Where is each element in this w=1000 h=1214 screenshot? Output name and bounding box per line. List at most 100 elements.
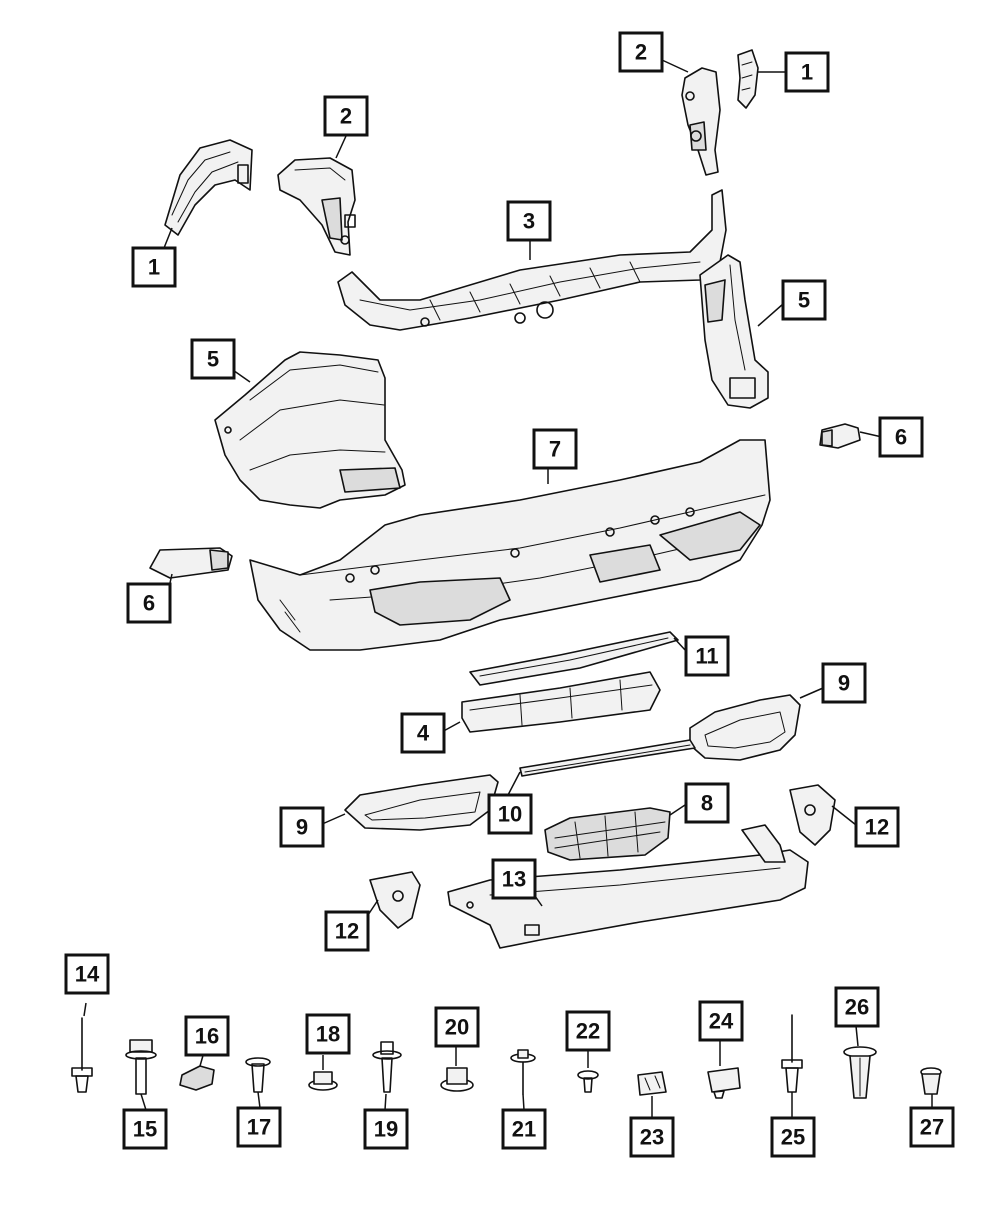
callout-9-right: 9: [821, 662, 867, 704]
callout-label: 13: [502, 867, 526, 892]
callout-label: 2: [340, 104, 352, 129]
callout-24: 24: [698, 1000, 744, 1042]
callout-6-left: 6: [126, 582, 172, 624]
part-10-lower-strip: [519, 739, 696, 777]
part-13-bumper-beam: [447, 824, 809, 949]
callout-15: 15: [122, 1108, 168, 1150]
part-7-bumper-fascia: [249, 439, 771, 651]
callout-label: 8: [701, 791, 713, 816]
part-5-left-fascia-corner: [214, 351, 406, 509]
part-1-left-bracket: [164, 139, 253, 236]
part-6-left-reflector: [149, 547, 233, 579]
part-11-trim-strip: [469, 631, 679, 686]
part-2-left-bracket: [277, 157, 356, 256]
callout-12-left: 12: [324, 910, 370, 952]
callout-label: 19: [374, 1117, 398, 1142]
part-9-left-bezel: [344, 774, 499, 831]
part-4-center-panel: [461, 671, 661, 733]
callout-1-right: 1: [784, 51, 830, 93]
callout-label: 1: [148, 255, 160, 280]
callout-7: 7: [532, 428, 578, 470]
part-3-reinforcement: [337, 189, 727, 331]
callout-label: 14: [75, 962, 100, 987]
callout-label: 4: [417, 721, 430, 746]
part-12-right-gusset: [789, 784, 836, 846]
callout-17: 17: [236, 1106, 282, 1148]
part-23-clip: [637, 1071, 667, 1096]
callout-label: 11: [695, 644, 718, 669]
part-26-push-retainer: [843, 1046, 877, 1099]
callout-label: 26: [845, 995, 869, 1020]
callout-11: 11: [684, 635, 730, 677]
part-6-right-reflector: [819, 423, 861, 449]
callout-5-right: 5: [781, 279, 827, 321]
callout-14: 14: [64, 953, 110, 995]
callout-label: 3: [523, 209, 535, 234]
callout-label: 7: [549, 437, 561, 462]
part-8-grille: [544, 807, 671, 861]
callout-label: 27: [920, 1115, 944, 1140]
part-22-screw: [577, 1070, 599, 1093]
callout-label: 6: [895, 425, 907, 450]
callout-label: 23: [640, 1125, 664, 1150]
part-25-rivet: [781, 1014, 803, 1093]
callout-2-left: 2: [323, 95, 369, 137]
part-5-right-bracket: [699, 254, 769, 409]
callout-23: 23: [629, 1116, 675, 1158]
callout-19: 19: [363, 1108, 409, 1150]
part-2-right-bracket: [681, 67, 721, 176]
callout-label: 9: [296, 815, 308, 840]
part-18-nut: [308, 1071, 338, 1091]
callout-label: 5: [207, 347, 219, 372]
callout-label: 18: [316, 1022, 340, 1047]
part-16-clip: [179, 1065, 215, 1091]
callout-3: 3: [506, 200, 552, 242]
callout-label: 24: [709, 1009, 734, 1034]
callout-8: 8: [684, 782, 730, 824]
part-17-screw: [245, 1057, 271, 1093]
part-21-bolt: [510, 1049, 536, 1095]
callout-13: 13: [491, 858, 537, 900]
callout-18: 18: [305, 1013, 351, 1055]
part-27-grommet: [920, 1067, 942, 1095]
callout-2-right: 2: [618, 31, 664, 73]
callout-27: 27: [909, 1106, 955, 1148]
callout-label: 10: [498, 802, 522, 827]
part-24-cap: [707, 1067, 741, 1099]
callout-label: 15: [133, 1117, 157, 1142]
callout-26: 26: [834, 986, 880, 1028]
callout-4: 4: [400, 712, 446, 754]
callout-label: 22: [576, 1019, 600, 1044]
callout-1-left: 1: [131, 246, 177, 288]
callout-12-right: 12: [854, 806, 900, 848]
callout-label: 12: [865, 815, 889, 840]
callout-9-left: 9: [279, 806, 325, 848]
part-14-rivet: [71, 1017, 93, 1093]
callout-label: 2: [635, 40, 647, 65]
callout-label: 1: [801, 60, 813, 85]
callout-label: 5: [798, 288, 810, 313]
part-1-right-bracket: [737, 49, 759, 109]
callout-label: 20: [445, 1015, 469, 1040]
part-9-right-bezel: [689, 694, 801, 761]
callout-25: 25: [770, 1116, 816, 1158]
callout-21: 21: [501, 1108, 547, 1150]
callout-label: 16: [195, 1024, 219, 1049]
part-12-left-gusset: [369, 871, 421, 929]
callout-6-right: 6: [878, 416, 924, 458]
callout-16: 16: [184, 1015, 230, 1057]
callout-20: 20: [434, 1006, 480, 1048]
part-19-push-pin: [372, 1041, 402, 1093]
callout-label: 9: [838, 671, 850, 696]
callout-5-left: 5: [190, 338, 236, 380]
callout-label: 17: [247, 1115, 271, 1140]
callout-label: 12: [335, 919, 359, 944]
callout-label: 6: [143, 591, 155, 616]
part-15-bolt: [125, 1039, 157, 1095]
callout-10: 10: [487, 793, 533, 835]
callout-label: 25: [781, 1125, 805, 1150]
part-20-nut: [440, 1067, 474, 1092]
callout-22: 22: [565, 1010, 611, 1052]
callout-label: 21: [512, 1117, 536, 1142]
